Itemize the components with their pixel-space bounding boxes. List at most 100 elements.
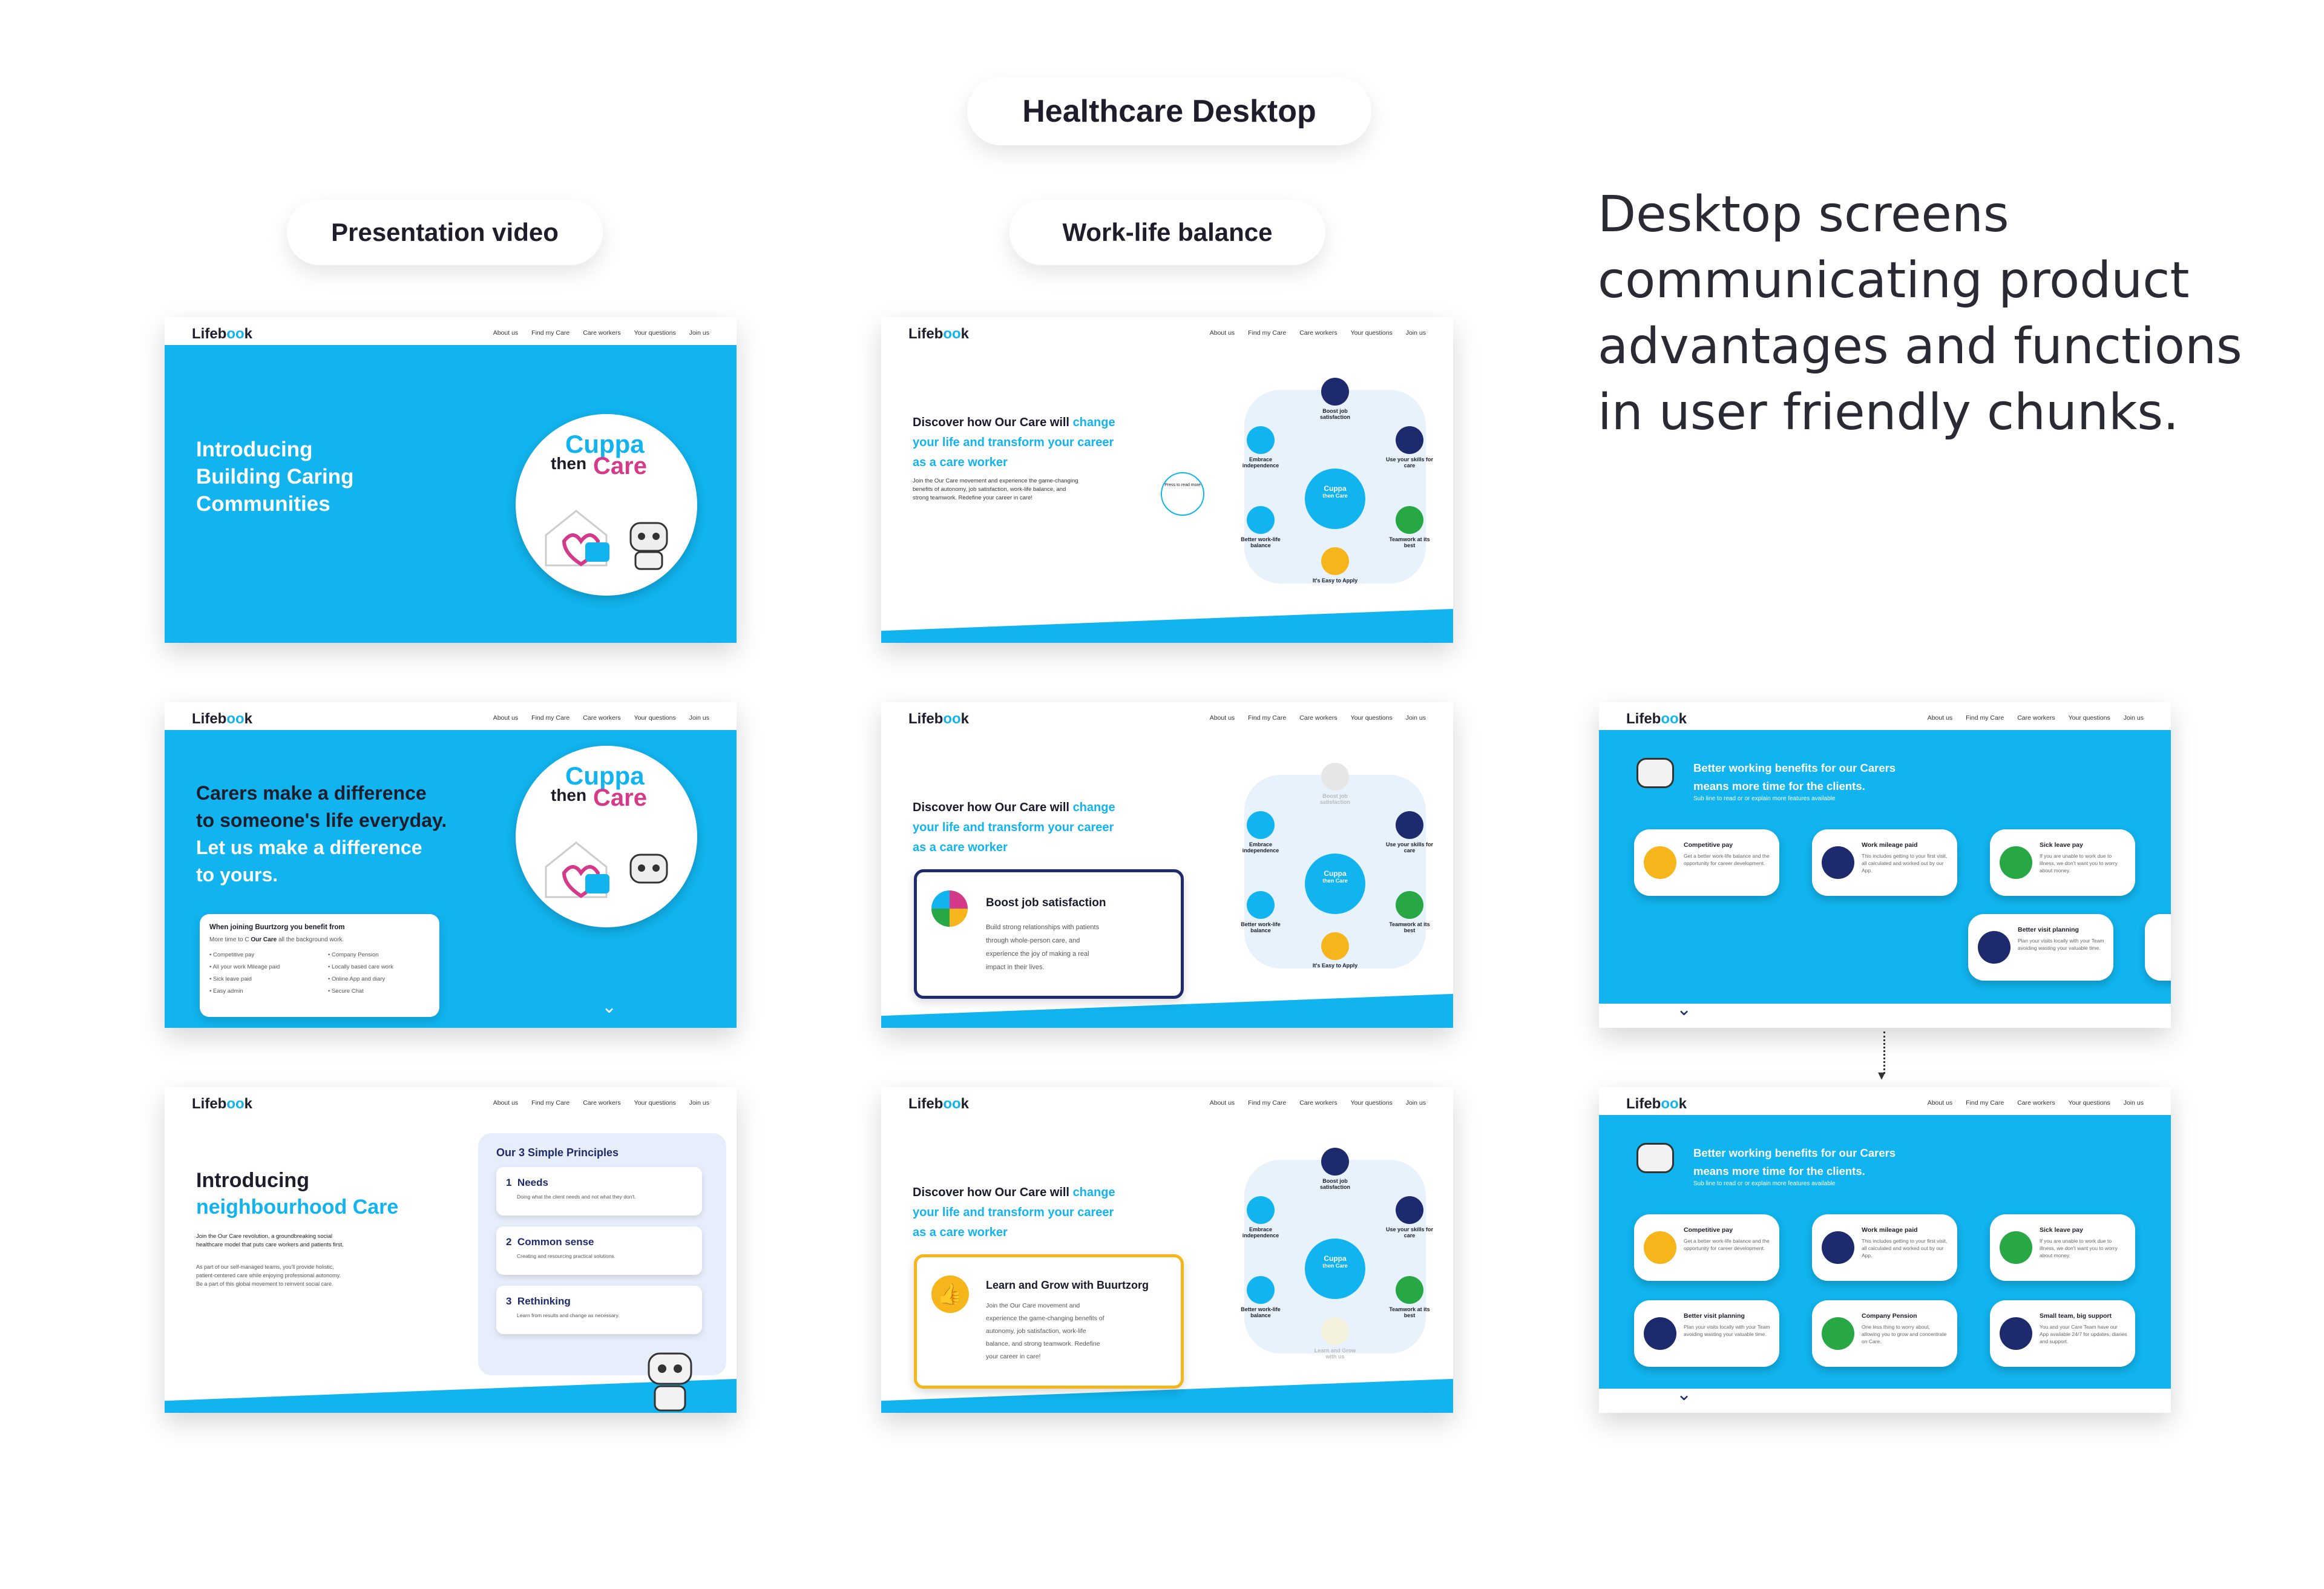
badge-care: Care [593,453,647,479]
nav-join[interactable]: Join us [1405,714,1426,722]
principle-card[interactable]: 1 Needs Doing what the client needs and … [496,1167,702,1216]
chevron-down-icon[interactable]: ⌄ [1676,1384,1692,1404]
nav-about[interactable]: About us [493,1099,519,1107]
nav-find-care[interactable]: Find my Care [531,1099,570,1107]
nav-find-care[interactable]: Find my Care [1966,714,2004,722]
nav-about[interactable]: About us [1927,714,1953,722]
nav-join[interactable]: Join us [1405,1099,1426,1107]
node-apply-icon[interactable] [1321,932,1349,960]
nav-care-workers[interactable]: Care workers [1299,1099,1338,1107]
detail-card-boost[interactable]: Boost job satisfaction Build strong rela… [914,869,1184,999]
nav-join[interactable]: Join us [1405,329,1426,337]
nav-questions[interactable]: Your questions [1350,1099,1393,1107]
nav-find-care[interactable]: Find my Care [1248,1099,1287,1107]
nav-care-workers[interactable]: Care workers [1299,714,1338,722]
nav-questions[interactable]: Your questions [1350,329,1393,337]
node-label: Better work-life balance [1241,1306,1281,1318]
node-independence-icon[interactable] [1247,811,1275,839]
nav-about[interactable]: About us [1209,329,1235,337]
screen-worklife-1: Lifebook About us Find my Care Care work… [881,317,1453,643]
node-boost-icon[interactable] [1321,763,1349,791]
nav-questions[interactable]: Your questions [634,714,676,722]
node-worklife-icon[interactable] [1247,1276,1275,1304]
nav-join[interactable]: Join us [689,329,709,337]
principle-card[interactable]: 3 Rethinking Learn from results and chan… [496,1286,702,1334]
logo[interactable]: Lifebook [908,326,970,342]
nav-questions[interactable]: Your questions [2068,714,2110,722]
nav-find-care[interactable]: Find my Care [1966,1099,2004,1107]
nav-about[interactable]: About us [1209,714,1235,722]
nav-join[interactable]: Join us [689,714,709,722]
nav-care-workers[interactable]: Care workers [583,1099,621,1107]
detail-card-learn[interactable]: 👍 Learn and Grow with Buurtzorg Join the… [914,1254,1184,1389]
nav-about[interactable]: About us [1927,1099,1953,1107]
node-worklife-icon[interactable] [1247,506,1275,534]
node-apply-icon[interactable] [1321,547,1349,575]
nav-join[interactable]: Join us [2123,714,2144,722]
chevron-down-icon[interactable]: ⌄ [602,997,617,1017]
nav-about[interactable]: About us [493,714,519,722]
column-label-text: Work-life balance [1062,218,1273,246]
nav-links: About us Find my Care Care workers Your … [493,329,709,337]
logo[interactable]: Lifebook [192,711,253,727]
nav-care-workers[interactable]: Care workers [583,714,621,722]
logo[interactable]: Lifebook [1626,711,1687,727]
logo[interactable]: Lifebook [908,1096,970,1112]
nav-questions[interactable]: Your questions [634,1099,676,1107]
node-skills-icon[interactable] [1396,426,1423,454]
node-label: Embrace independence [1242,456,1279,469]
nav-about[interactable]: About us [1209,1099,1235,1107]
nav-find-care[interactable]: Find my Care [1248,329,1287,337]
benefit-card-peek[interactable] [2145,914,2171,981]
nav-care-workers[interactable]: Care workers [1299,329,1338,337]
node-learn-icon[interactable] [1321,1317,1349,1345]
node-independence-icon[interactable] [1247,426,1275,454]
press-button[interactable]: Press to read more [1161,472,1204,516]
node-worklife-icon[interactable] [1247,891,1275,919]
logo[interactable]: Lifebook [192,1096,253,1112]
node-boost-icon[interactable] [1321,378,1349,406]
node-teamwork-icon[interactable] [1396,891,1423,919]
nav-find-care[interactable]: Find my Care [1248,714,1287,722]
badge-cuppa: Cuppa [565,430,645,458]
nav-about[interactable]: About us [493,329,519,337]
nav-care-workers[interactable]: Care workers [583,329,621,337]
node-independence-icon[interactable] [1247,1196,1275,1224]
principle-card[interactable]: 2 Common sense Creating and resourcing p… [496,1226,702,1275]
nav-care-workers[interactable]: Care workers [2017,1099,2055,1107]
nav-find-care[interactable]: Find my Care [531,329,570,337]
chevron-down-icon[interactable]: ⌄ [1676,999,1692,1019]
nav-join[interactable]: Join us [689,1099,709,1107]
logo[interactable]: Lifebook [908,711,970,727]
robot-icon [648,1352,692,1412]
nav-questions[interactable]: Your questions [2068,1099,2110,1107]
nav-questions[interactable]: Your questions [634,329,676,337]
node-skills-icon[interactable] [1396,811,1423,839]
nav-join[interactable]: Join us [2123,1099,2144,1107]
nav-find-care[interactable]: Find my Care [531,714,570,722]
screen-benefits-1: Lifebook About us Find my Care Care work… [1599,702,2171,1028]
node-skills-icon[interactable] [1396,1196,1423,1224]
node-boost-icon[interactable] [1321,1148,1349,1176]
node-teamwork-icon[interactable] [1396,506,1423,534]
node-label: Teamwork at its best [1389,1306,1430,1318]
logo[interactable]: Lifebook [192,326,253,342]
node-teamwork-icon[interactable] [1396,1276,1423,1304]
navbar: Lifebook About us Find my Care Care work… [881,317,1453,345]
nav-questions[interactable]: Your questions [1350,714,1393,722]
nav-care-workers[interactable]: Care workers [2017,714,2055,722]
principles-heading: Introducing neighbourhood Care [196,1169,399,1219]
logo[interactable]: Lifebook [1626,1096,1687,1112]
